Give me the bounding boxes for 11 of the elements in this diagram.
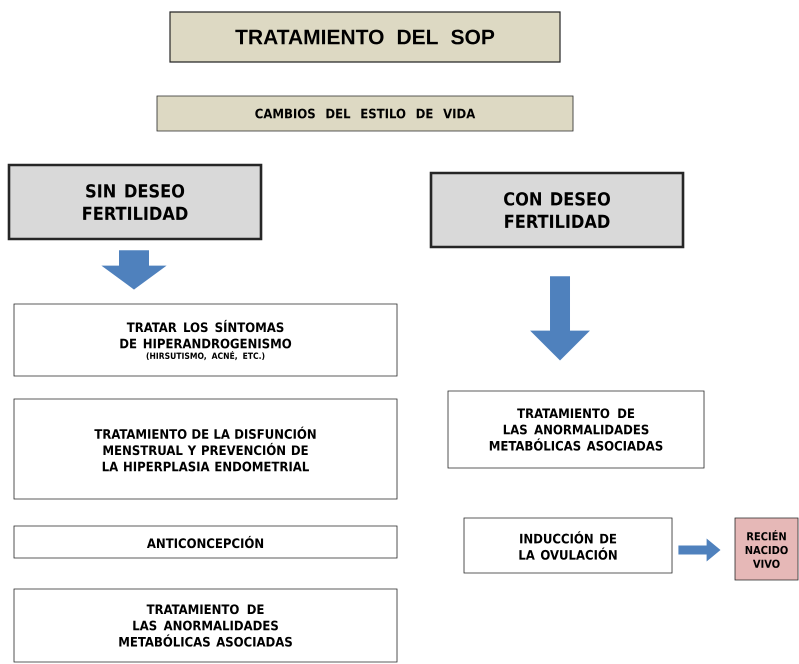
outcome-box: RECIÉN NACIDO VIVO <box>734 518 798 580</box>
treatment-box: TRATAMIENTO DE LA DISFUNCIÓN MENSTRUAL Y PREVENCIÓN DE LA HIPERPLASIA ENDOMETRIAL <box>14 398 398 500</box>
lifestyle-box: CAMBIOS DEL ESTILO DE VIDA <box>156 96 574 132</box>
treatment-box: INDUCCIÓN DE LA OVULACIÓN <box>464 518 672 574</box>
treatment-box: TRATAMIENTO DE LAS ANORMALIDADES METABÓLICAS ASOCIADAS <box>14 588 398 662</box>
category-box: CON DESEO FERTILIDAD <box>430 172 684 248</box>
category-box: SIN DESEO FERTILIDAD <box>8 164 262 240</box>
treatment-box: ANTICONCEPCIÓN <box>14 526 398 558</box>
title-box: TRATAMIENTO DEL SOP <box>169 11 561 63</box>
treatment-box: TRATAMIENTO DE LAS ANORMALIDADES METABÓLICAS ASOCIADAS <box>448 390 704 468</box>
treatment-box: TRATAR LOS SÍNTOMAS DE HIPERANDROGENISMO (HIRSUTISMO, ACNÉ, ETC.) <box>14 304 398 376</box>
